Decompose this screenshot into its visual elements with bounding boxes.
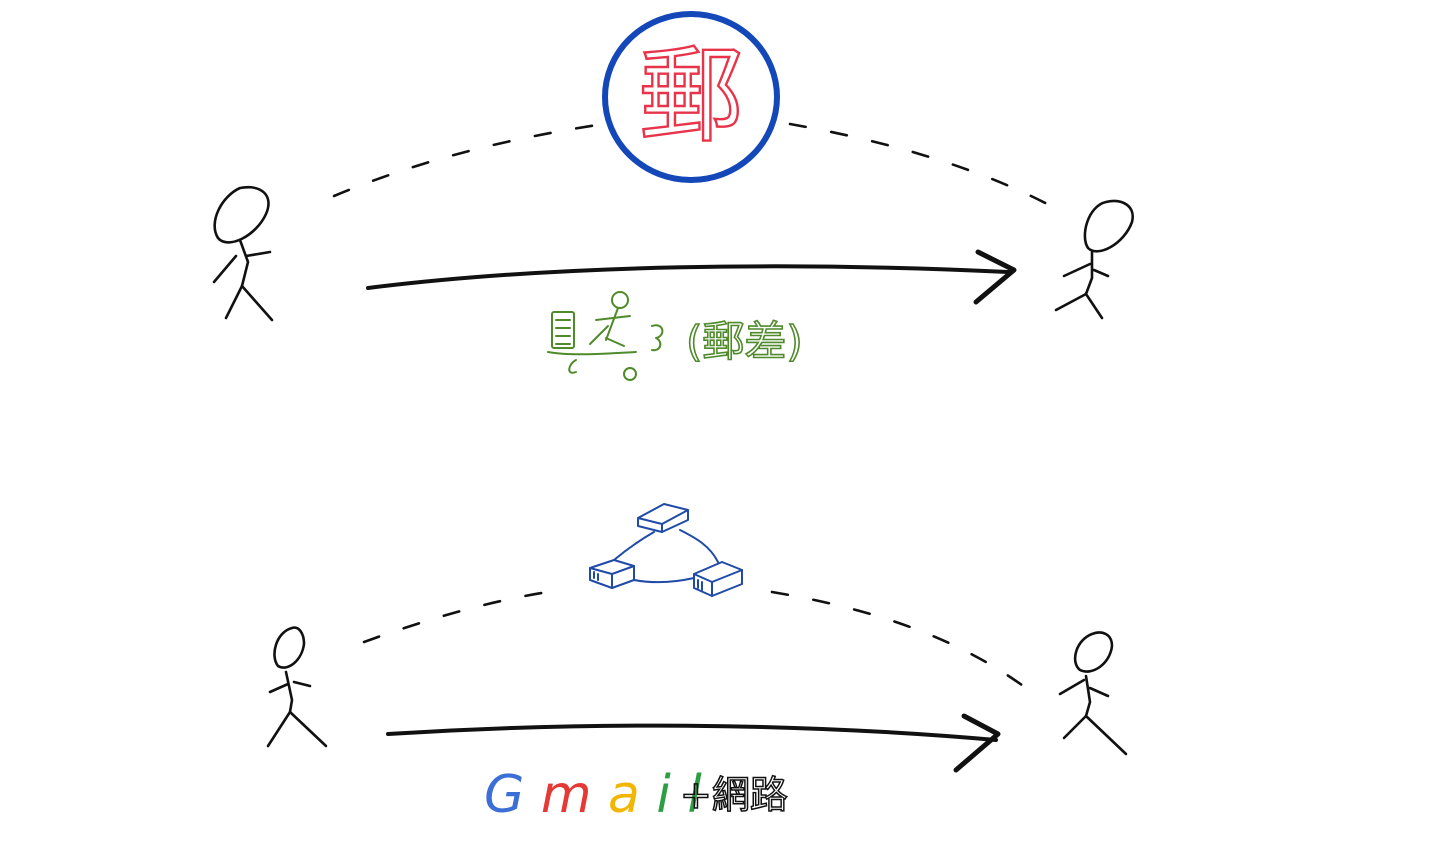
server-top xyxy=(637,503,689,533)
gmail-letter-a: a xyxy=(608,765,640,825)
mail-carrier-sketch xyxy=(547,291,664,381)
network-link-right xyxy=(679,529,719,563)
network-label: +網路 xyxy=(680,773,788,817)
top-dashed-arc xyxy=(332,122,1068,216)
top-scene: 郵 (郵差) xyxy=(212,11,1134,381)
receiver-stick-figure xyxy=(1054,199,1134,320)
server-left xyxy=(589,559,635,589)
gmail-letter-g: G xyxy=(484,765,524,825)
network-link-bottom xyxy=(633,577,695,584)
seal-character: 郵 xyxy=(639,35,743,157)
bottom-scene: G m a i l +網路 xyxy=(266,503,1128,825)
server-right xyxy=(693,561,743,597)
post-office-seal: 郵 xyxy=(602,11,780,183)
sender-stick-figure xyxy=(212,185,274,322)
gmail-label: G m a i l xyxy=(484,765,702,825)
top-arrow xyxy=(366,249,1017,305)
gmail-letter-l: l xyxy=(687,765,702,825)
bottom-dashed-arc xyxy=(362,588,1028,690)
receiver-stick-figure-2 xyxy=(1058,631,1128,756)
gmail-letter-i: i xyxy=(656,765,671,825)
network-link-left xyxy=(613,531,655,561)
bottom-arrow xyxy=(386,713,1001,773)
network-servers xyxy=(589,503,743,597)
sender-stick-figure-2 xyxy=(266,626,328,748)
carrier-label: (郵差) xyxy=(686,317,803,366)
gmail-letter-m: m xyxy=(541,765,592,825)
